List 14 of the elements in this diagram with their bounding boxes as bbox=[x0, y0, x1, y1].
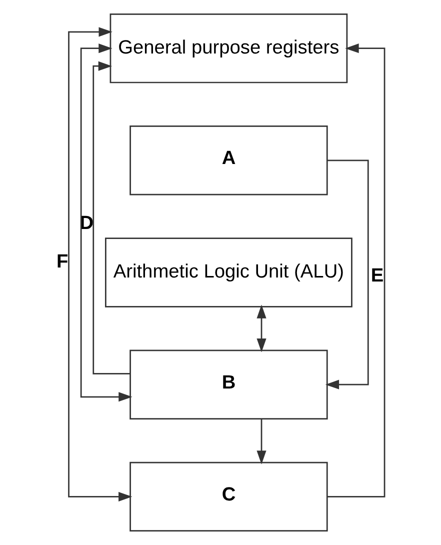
node-box: C bbox=[130, 462, 328, 532]
arrow bbox=[68, 27, 132, 502]
edge-label: E bbox=[370, 265, 384, 286]
arrow bbox=[256, 418, 266, 464]
node-box: General purpose registers bbox=[110, 13, 348, 84]
arrow bbox=[80, 44, 132, 402]
node-box: B bbox=[130, 350, 328, 420]
edge-label: F bbox=[56, 252, 68, 273]
node-box: A bbox=[130, 126, 328, 196]
arrow bbox=[327, 44, 386, 498]
node-box: Arithmetic Logic Unit (ALU) bbox=[105, 238, 352, 308]
arrow bbox=[256, 304, 266, 352]
arrow bbox=[92, 61, 130, 374]
arrow bbox=[325, 160, 369, 390]
